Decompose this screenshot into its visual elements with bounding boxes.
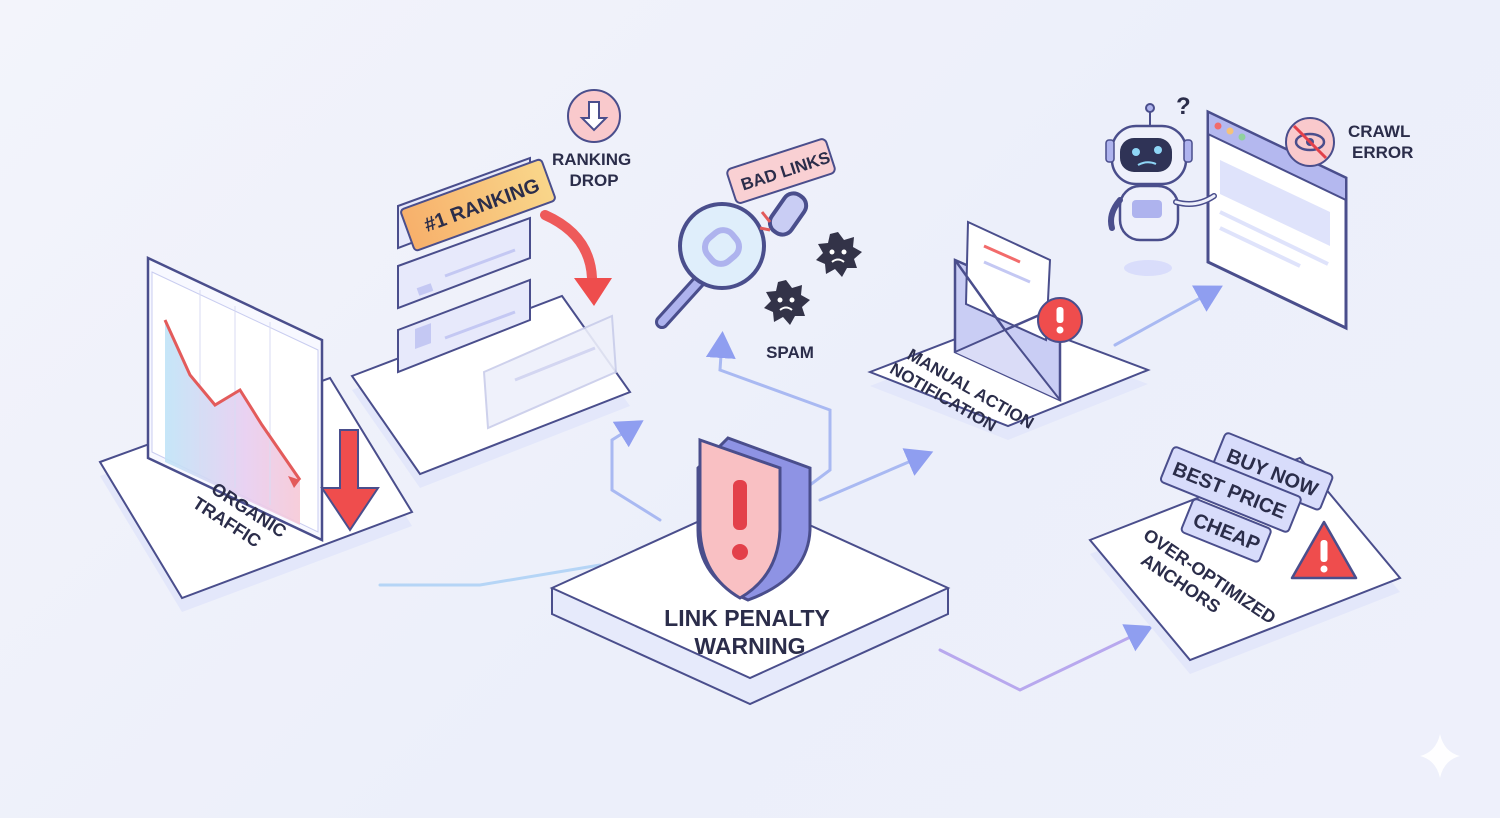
link-penalty-node: LINK PENALTY WARNING (549, 436, 951, 706)
warning-shield-icon (696, 436, 812, 602)
sparkle-icon (1420, 734, 1460, 778)
connector-to-bad-links (705, 331, 832, 502)
broken-link-icon (759, 191, 809, 237)
connector-to-anchors (938, 624, 1154, 692)
ranking-drop-line2: DROP (569, 171, 618, 190)
spam-virus-icon-2 (764, 280, 810, 325)
confused-robot-icon: ? (1105, 93, 1217, 276)
magnifier-icon (655, 202, 766, 329)
spam-label: SPAM (766, 343, 814, 362)
result-card-2 (397, 216, 531, 310)
center-label-line2: WARNING (694, 633, 805, 659)
svg-text:CRAWL ERROR: CRAWL ERROR (1348, 122, 1415, 162)
ranking-drop-arrow (540, 210, 597, 283)
crawl-label-line2: ERROR (1352, 143, 1413, 162)
manual-action-node: MANUAL ACTION NOTIFICATION (867, 220, 1151, 440)
bad-links-tag: BAD LINKS (726, 138, 836, 204)
organic-traffic-node: ORGANIC TRAFFIC (98, 256, 414, 612)
connector-to-organic (378, 563, 602, 587)
result-card-3 (397, 278, 531, 374)
bad-links-node: BAD LINKS SPAM (655, 138, 862, 362)
traffic-down-arrow (320, 429, 380, 532)
ranking-drop-line1: RANKING (552, 150, 631, 169)
anchors-node: BUY NOW BEST PRICE CHEAP OVER-OPTIMIZED … (1088, 432, 1402, 674)
svg-text:RANKING DROP: RANKING DROP (552, 150, 636, 190)
manual-alert-icon (1037, 297, 1083, 343)
connector-to-crawl (1113, 285, 1223, 347)
connectors (378, 285, 1223, 692)
blocked-eye-icon (1285, 117, 1335, 167)
connector-to-ranking (610, 420, 662, 522)
ranking-drop-icon (567, 89, 621, 143)
crawl-error-node: CRAWL ERROR ? (1105, 93, 1415, 331)
question-mark: ? (1176, 93, 1191, 120)
traffic-decline-line (163, 319, 302, 481)
ranking-node: #1 RANKING RANKING DROP (350, 89, 636, 488)
spam-virus-icon-1 (816, 232, 862, 277)
center-label-line1: LINK PENALTY (664, 605, 829, 631)
envelope-icon (953, 220, 1062, 402)
svg-text:LINK PENALTY WARNING: LINK PENALTY WARNING (664, 605, 836, 659)
ghost-result-card (482, 314, 618, 430)
crawl-label-line1: CRAWL (1348, 122, 1410, 141)
connector-to-manual (818, 448, 934, 502)
anchor-warning-icon (1290, 520, 1358, 580)
